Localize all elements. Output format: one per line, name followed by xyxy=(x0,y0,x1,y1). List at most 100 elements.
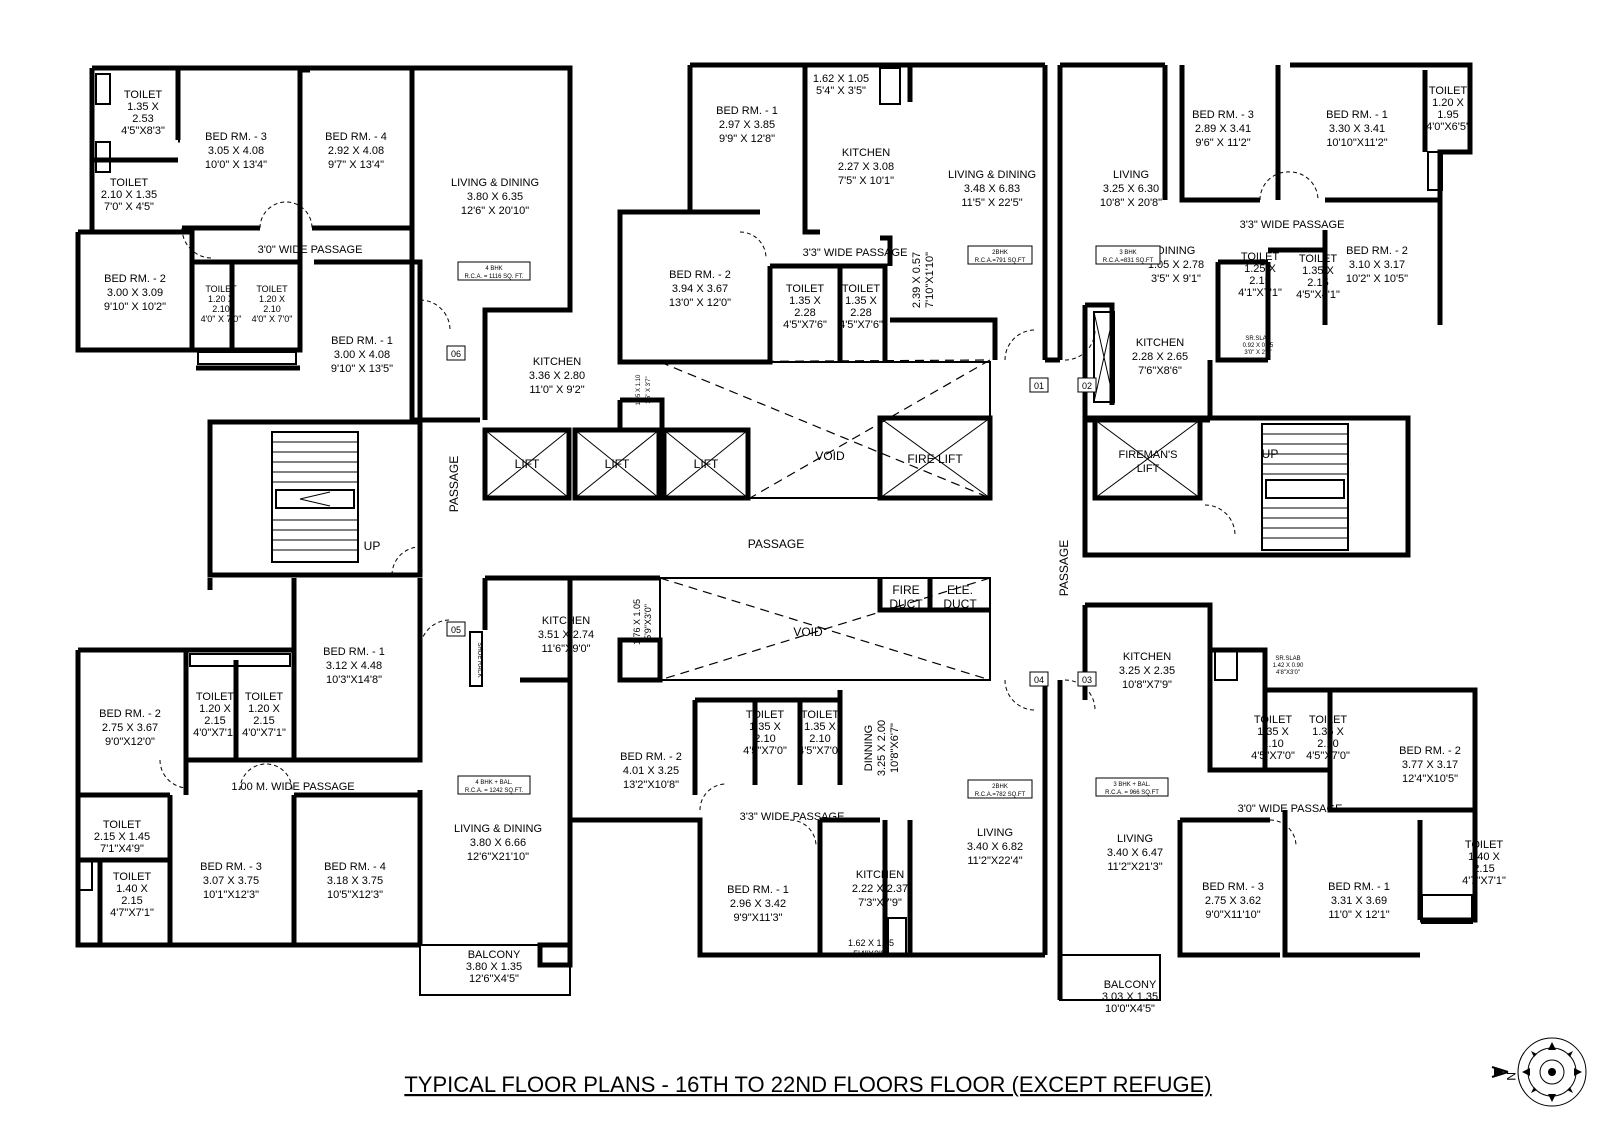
room-label-line: 9'10" X 10'2" xyxy=(104,301,166,313)
room-06-bed-2: BED RM. - 23.00 X 3.099'10" X 10'2" xyxy=(104,273,166,313)
passage-06: 3'0" WIDE PASSAGE xyxy=(258,244,363,256)
shaft-bottom-dim-1: 1.76 X 1.05 xyxy=(632,599,642,645)
room-label-line: TOILET xyxy=(113,871,152,883)
room-label-line: 4'0"X7'1" xyxy=(242,727,286,739)
passage-02: 3'3" WIDE PASSAGE xyxy=(1240,219,1345,231)
room-label-line: TOILET xyxy=(103,819,142,831)
room-label-line: 9'0"X12'0" xyxy=(105,736,155,748)
room-label-line: 10'8"X7'9" xyxy=(1122,679,1172,691)
room-label-line: 3.48 X 6.83 xyxy=(964,183,1020,195)
room-label-line: 7'1"X4'9" xyxy=(100,843,144,855)
room-label-line: 10'0"X4'5" xyxy=(1105,1003,1155,1015)
room-label-line: 3.51 X 2.74 xyxy=(538,629,594,641)
room-label-line: TOILET xyxy=(205,284,237,294)
fire-duct-label-1: FIRE xyxy=(892,583,919,597)
room-label-line: LIVING & DINING xyxy=(451,177,539,189)
room-label-line: 4'5"X4'1" xyxy=(1296,289,1340,301)
room-label-line: BED RM. - 1 xyxy=(1326,109,1388,121)
flat-no-04: 04 xyxy=(1034,675,1044,685)
passage-labels: 3'0" WIDE PASSAGE 3'3" WIDE PASSAGE 3'3"… xyxy=(231,219,1344,823)
room-label-line: TOILET xyxy=(196,691,235,703)
badge-03-area: R.C.A. = 966 SQ.FT xyxy=(1105,790,1159,796)
room-label-line: 2.10 xyxy=(263,304,281,314)
room-label-line: 2.15 xyxy=(253,715,274,727)
room-label-line: BED RM. - 4 xyxy=(324,861,386,873)
room-label-line: TOILET xyxy=(124,89,163,101)
room-label-line: 3.00 X 4.08 xyxy=(334,349,390,361)
room-label-line: 2.15 xyxy=(1249,275,1270,287)
room-label-line: 3.40 X 6.47 xyxy=(1107,847,1163,859)
room-label-line: 9'10" X 13'5" xyxy=(331,363,393,375)
badge-02-type: 3 BHK xyxy=(1119,250,1136,256)
room-label-line: 0.92 X 0.75 xyxy=(1243,343,1274,349)
room-label-line: 2.10 xyxy=(754,733,775,745)
room-label-line: 2.10 xyxy=(1317,738,1338,750)
room-label-line: 1.35 X xyxy=(804,721,836,733)
room-label-line: 4'7"X7'1" xyxy=(110,907,154,919)
room-label-line: TOILET xyxy=(786,283,825,295)
room-label-line: 2.97 X 3.85 xyxy=(719,119,775,131)
room-label-line: 4'5"X7'0" xyxy=(743,745,787,757)
north-arrow-icon: N xyxy=(1491,1037,1587,1107)
room-label-line: 2.92 X 4.08 xyxy=(328,145,384,157)
room-label-line: 3.10 X 3.17 xyxy=(1349,259,1405,271)
flat-number-tags: 06 01 02 05 04 03 xyxy=(446,345,1097,687)
room-label-line: BED RM. - 2 xyxy=(99,708,161,720)
room-label-line: 2.10 X 1.35 xyxy=(101,189,157,201)
room-label-line: BED RM. - 3 xyxy=(1202,881,1264,893)
room-label-line: 11'0" X 12'1" xyxy=(1328,909,1389,921)
room-label-line: 1.40 X xyxy=(116,883,148,895)
room-label-line: BED RM. - 3 xyxy=(205,131,267,143)
room-label-line: KITCHEN xyxy=(842,147,890,159)
room-label-line: 4'1"X7'1" xyxy=(1238,287,1282,299)
room-label-line: LIVING xyxy=(977,827,1013,839)
flat-no-01: 01 xyxy=(1034,381,1044,391)
room-label-line: 11'2"X22'4" xyxy=(967,855,1022,867)
badge-06-type: 4 BHK xyxy=(485,266,502,272)
room-label-line: 4'0"X6'5" xyxy=(1426,121,1470,133)
room-label-line: 10'8"X6'7" xyxy=(889,723,901,773)
room-label-line: BALCONY xyxy=(468,949,521,961)
room-label-line: 2.28 xyxy=(794,307,815,319)
room-label-line: 2.15 xyxy=(1473,863,1494,875)
room-label-line: 4'7"X7'1" xyxy=(1462,875,1506,887)
room-label-line: 3.31 X 3.69 xyxy=(1331,895,1387,907)
room-label-line: BED RM. - 2 xyxy=(1346,245,1408,257)
flat-no-06: 06 xyxy=(451,349,461,359)
walls xyxy=(75,62,1478,1001)
room-label-line: 1.20 X xyxy=(248,703,280,715)
room-label-line: 10'2" X 10'5" xyxy=(1346,273,1408,285)
shaft-top-dim-1: 1.05 X 1.10 xyxy=(636,374,642,405)
room-label-line: TOILET xyxy=(746,709,785,721)
room-label-line: 1.40 X xyxy=(1468,851,1500,863)
room-label-line: 3.25 X 6.30 xyxy=(1103,183,1159,195)
room-label-line: 2.10 xyxy=(809,733,830,745)
room-label-line: 4.01 X 3.25 xyxy=(623,765,679,777)
room-label-line: 4'5"X7'0" xyxy=(1251,750,1295,762)
room-label-line: 4'8"X3'0" xyxy=(1276,670,1300,676)
room-label-line: 10'0" X 13'4" xyxy=(205,159,267,171)
north-label: N xyxy=(1504,1072,1518,1081)
area-badges: 4 BHK R.C.A. = 1116 SQ. FT. 2BHK R.C.A.=… xyxy=(457,245,1169,799)
room-label-line: 2.28 xyxy=(850,307,871,319)
room-label-line: 3.25 X 2.35 xyxy=(1119,665,1175,677)
room-label-line: 1.35 X xyxy=(789,295,821,307)
room-label-line: 2.15 xyxy=(1307,277,1328,289)
room-label-line: LIVING xyxy=(1117,833,1153,845)
